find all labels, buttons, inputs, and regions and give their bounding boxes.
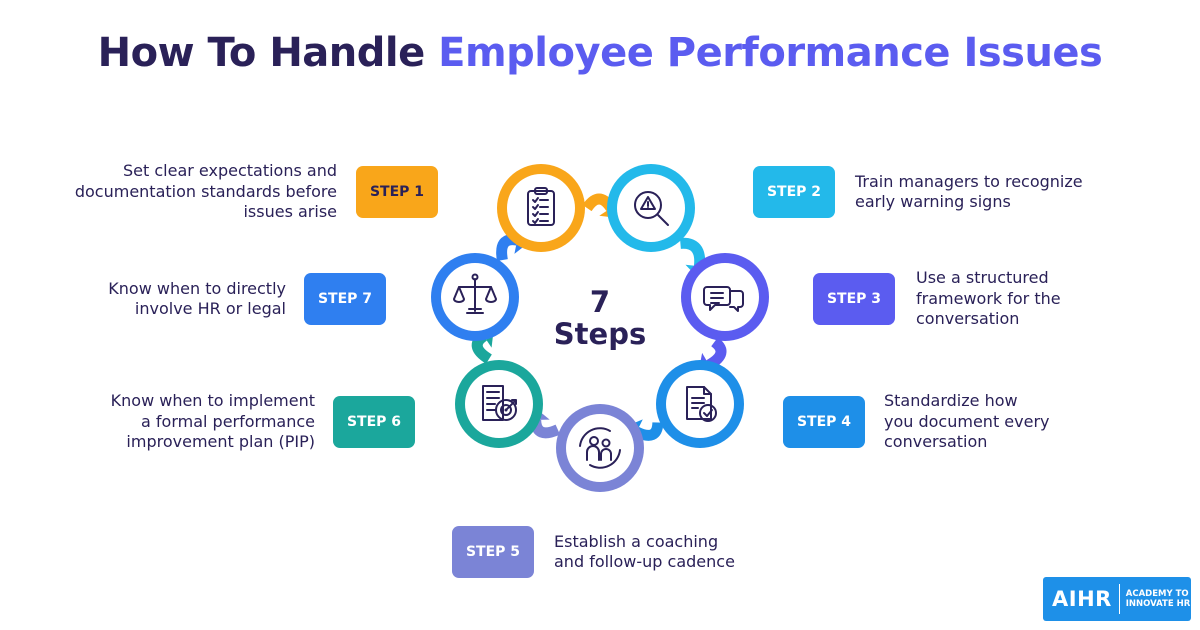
- title-part-1: How To Handle: [97, 30, 439, 76]
- logo-mark: AIHR: [1052, 587, 1112, 611]
- step-5-line-1: Establish a coaching: [554, 531, 719, 551]
- chat-bubbles-icon: [703, 286, 744, 312]
- step-badge-5: STEP 5: [452, 526, 534, 578]
- logo-tagline: ACADEMY TO INNOVATE HR: [1125, 589, 1191, 609]
- step-node-7: [431, 253, 519, 341]
- step-7-line-2: involve HR or legal: [134, 299, 286, 318]
- coaching-cycle-icon: [579, 427, 621, 469]
- step-1-line-1: Set clear expectations and: [123, 161, 337, 181]
- step-badge-2: STEP 2: [753, 166, 835, 218]
- clipboard-checklist-icon: [527, 187, 555, 226]
- step-inner-3: [691, 263, 759, 331]
- page-title: How To Handle Employee Performance Issue…: [0, 30, 1200, 76]
- step-inner-5: [566, 414, 634, 482]
- step-1-line-2: documentation standards before: [74, 181, 337, 201]
- step-3-line-2: framework for the: [916, 288, 1061, 308]
- step-node-2: [607, 164, 695, 252]
- step-3-line-1: Use a structured: [916, 268, 1049, 288]
- step-2-line-2: early warning signs: [855, 192, 1011, 211]
- step-node-6: [455, 360, 543, 448]
- step-5-line-2: and follow-up cadence: [554, 552, 735, 571]
- center-label: 7 Steps: [540, 286, 660, 350]
- aihr-logo: AIHR ACADEMY TO INNOVATE HR: [1043, 577, 1191, 621]
- step-node-4: [656, 360, 744, 448]
- center-number: 7: [589, 285, 611, 319]
- step-node-1: [497, 164, 585, 252]
- step-7-line-1: Know when to directly: [108, 278, 286, 298]
- step-4-line-3: conversation: [884, 432, 988, 452]
- step-badge-7: STEP 7: [304, 273, 386, 325]
- step-2-line-1: Train managers to recognize: [855, 171, 1083, 191]
- step-4-line-2: you document every: [884, 411, 1050, 431]
- step-badge-1: STEP 1: [356, 166, 438, 218]
- step-badge-4: STEP 4: [783, 396, 865, 448]
- step-badge-3: STEP 3: [813, 273, 895, 325]
- step-node-5: [556, 404, 644, 492]
- step-4-line-1: Standardize how: [884, 391, 1018, 411]
- step-6-line-3: improvement plan (PIP): [126, 432, 315, 452]
- step-1-line-3: issues arise: [243, 202, 337, 222]
- logo-divider: [1118, 584, 1120, 614]
- center-word: Steps: [553, 317, 647, 351]
- report-target-icon: [482, 385, 517, 421]
- step-badge-6: STEP 6: [333, 396, 415, 448]
- step-6-line-1: Know when to implement: [110, 391, 315, 411]
- step-6-line-2: a formal performance: [141, 411, 315, 431]
- step-3-line-3: conversation: [916, 309, 1020, 329]
- title-part-2: Employee Performance Issues: [438, 30, 1103, 76]
- warning-magnifier-icon: [634, 191, 669, 226]
- document-check-icon: [686, 386, 717, 422]
- legal-scales-icon: [453, 273, 497, 314]
- step-node-3: [681, 253, 769, 341]
